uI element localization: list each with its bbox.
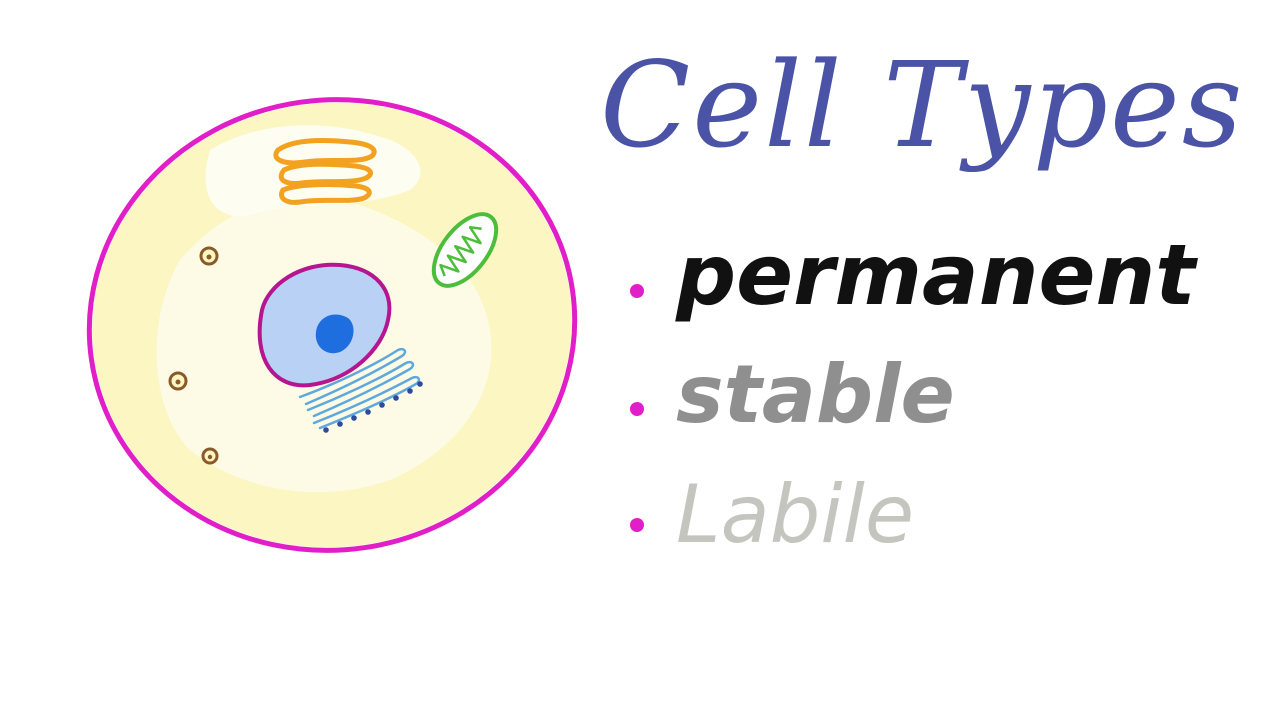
list-item-stable: stable xyxy=(620,340,1260,450)
vesicle-core xyxy=(207,454,213,460)
rough-endoplasmic-reticulum xyxy=(298,347,421,430)
mitochondrion xyxy=(431,212,499,288)
list-item-label: permanent xyxy=(676,226,1196,324)
list-item-label: stable xyxy=(676,348,955,441)
cell-membrane xyxy=(86,97,578,553)
vesicle-core xyxy=(206,254,212,260)
list-item-labile: Labile xyxy=(620,460,1260,570)
page-title: Cell Types xyxy=(600,36,1245,174)
vesicle-core xyxy=(175,379,181,385)
bullet-dot xyxy=(630,518,644,532)
cell-type-list: permanent stable Labile xyxy=(620,200,1260,580)
list-item-permanent: permanent xyxy=(620,220,1260,330)
bullet-dot xyxy=(630,402,644,416)
golgi-apparatus xyxy=(273,138,377,205)
animal-cell-drawing xyxy=(86,97,578,553)
nucleolus xyxy=(315,314,354,354)
list-item-label: Labile xyxy=(676,468,915,561)
bullet-dot xyxy=(630,284,644,298)
ribosomes xyxy=(323,381,423,433)
